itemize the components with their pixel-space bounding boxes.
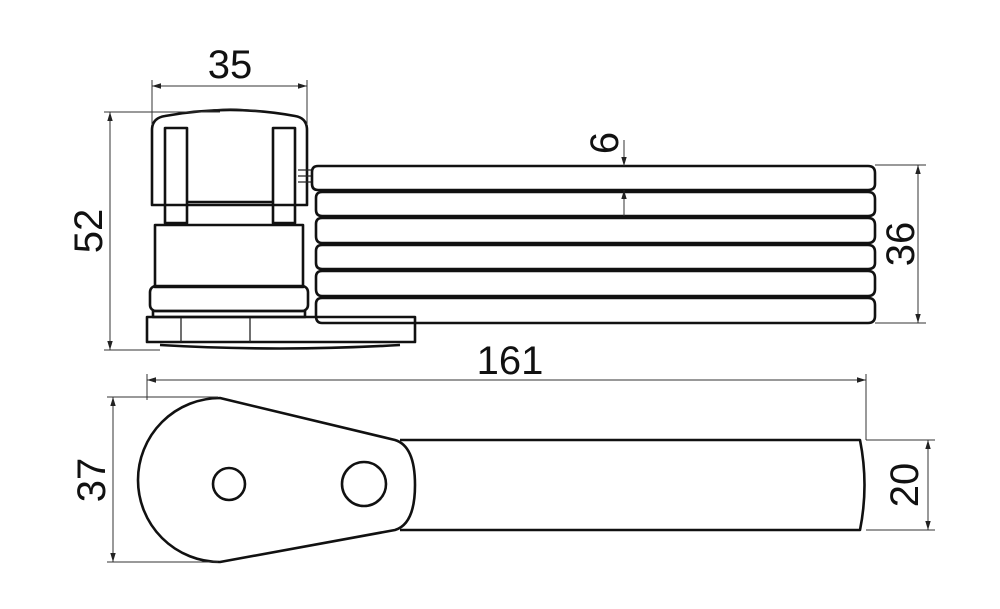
dimension-label-35: 35 [208, 43, 253, 87]
dimension-161: 161 [146, 339, 867, 440]
dimension-52: 52 [67, 111, 220, 351]
dimension-20: 20 [866, 439, 935, 531]
dimension-label-37: 37 [70, 458, 114, 503]
dimension-label-52: 52 [67, 209, 111, 254]
dimension-label-161: 161 [477, 339, 544, 383]
dimension-36: 36 [875, 164, 926, 324]
dimension-37: 37 [70, 396, 218, 563]
rivet-hole-small [211, 466, 247, 502]
rivet-hole-large [340, 460, 388, 508]
lock-top-view [136, 396, 866, 564]
dimension-6: 6 [583, 132, 627, 216]
dimension-label-20: 20 [883, 463, 927, 508]
folded-bars-side-view [310, 164, 877, 325]
lock-head-side-view [145, 108, 417, 350]
dimension-label-36: 36 [879, 222, 923, 267]
dimension-label-6: 6 [583, 132, 627, 154]
dimension-35: 35 [151, 43, 308, 125]
